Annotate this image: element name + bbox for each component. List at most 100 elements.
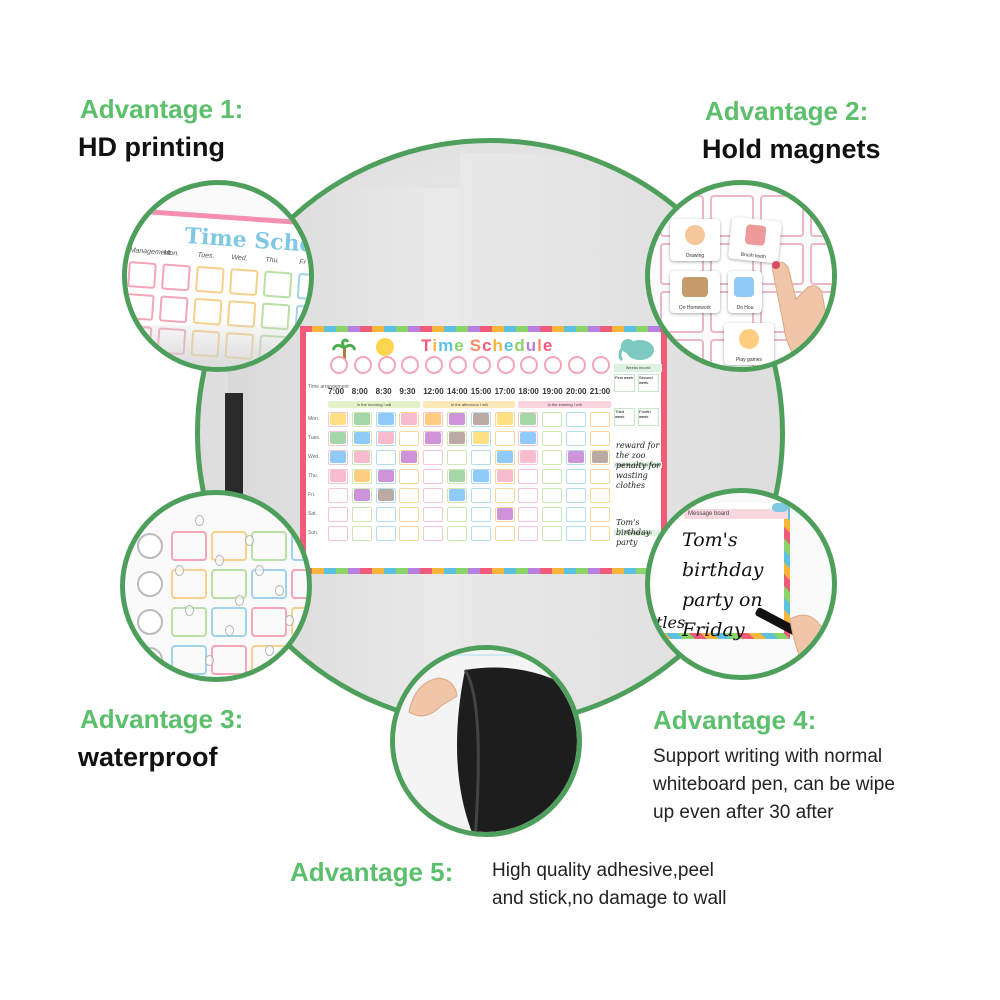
activity-sticker-icon: [520, 413, 537, 425]
water-drop-icon: [225, 625, 234, 636]
grid-cell: [399, 507, 420, 522]
magnet-label: Do Homework: [679, 305, 711, 311]
message-board-line: party on: [682, 589, 763, 611]
advantage-4-line: up even after 30 after: [653, 802, 834, 823]
closeup-grid-cell: [127, 293, 155, 321]
grid-cell: [566, 526, 586, 541]
grid-cell: [447, 469, 467, 484]
grid-cell: [542, 507, 563, 522]
magnets-circle: Drawing Brush teeth Do Homework Do Hou P…: [645, 180, 837, 372]
grid-cell: [423, 488, 444, 503]
time-label: 14:00: [447, 387, 468, 396]
magnet-card: Drawing: [670, 219, 720, 261]
grid-cell: [589, 412, 610, 427]
activity-sticker-icon: [377, 413, 394, 425]
grid-cell: [447, 450, 467, 465]
section-bar: In the evening I will: [518, 401, 611, 408]
time-label: 19:00: [542, 387, 563, 396]
grid-cell: [423, 431, 444, 446]
activity-sticker-icon: [353, 451, 370, 463]
waterproof-circle: [120, 490, 312, 682]
waterproof-grid-cell: [171, 531, 207, 561]
sun-icon: [376, 338, 394, 356]
clock-icon: [137, 609, 163, 635]
section-bar: In the morning I will: [328, 401, 421, 408]
grid-cell: [351, 488, 372, 503]
hand-with-marker-icon: [750, 589, 832, 675]
poster-title-letter: i: [432, 336, 439, 355]
grid-cell: [328, 469, 348, 484]
closeup-grid-cell: [296, 272, 309, 301]
time-label: 8:00: [351, 387, 368, 396]
grid-cell: [589, 450, 610, 465]
weeks-record-panel: Weeks record First week Second week Thir…: [614, 364, 662, 564]
grid-cell: [328, 507, 348, 522]
week-box: Second week: [638, 374, 659, 392]
waterproof-grid-cell: [291, 645, 307, 675]
grid-cell: [470, 488, 491, 503]
magnet-card: Do Hou: [728, 271, 762, 313]
water-drop-icon: [205, 655, 214, 666]
grid-cell: [542, 469, 563, 484]
grid-cell: [328, 431, 348, 446]
grid-cell: [470, 469, 491, 484]
whiteboard-circle: Message board Tom's birthday party on Fr…: [645, 488, 837, 680]
water-drop-icon: [235, 595, 244, 606]
reward-line: wasting: [616, 471, 648, 480]
clock-icon: [544, 356, 563, 374]
time-label: 12:00: [423, 387, 444, 396]
day-label: Thu.: [308, 473, 319, 479]
clock-icon: [496, 356, 515, 374]
grid-cell: [447, 412, 467, 427]
clock-icon: [137, 533, 163, 559]
activity-sticker-icon: [449, 489, 465, 501]
clock-icon: [330, 356, 348, 374]
grid-cell: [351, 507, 372, 522]
grid-cell: [399, 450, 420, 465]
poster-title-letter: e: [454, 336, 465, 355]
grid-cell: [447, 431, 467, 446]
week-box: Fourth week: [638, 408, 659, 426]
magnet-label: Play games: [735, 357, 763, 363]
water-drop-icon: [185, 605, 194, 616]
poster-title: Time Schedule: [421, 336, 553, 356]
grid-cell: [423, 412, 444, 427]
activity-sticker-icon: [353, 470, 370, 482]
poster-title-letter: e: [503, 336, 515, 355]
grid-cell: [447, 526, 467, 541]
grid-cell: [423, 507, 444, 522]
grid-cell: [375, 488, 396, 503]
waterproof-grid-cell: [211, 607, 247, 637]
grid-cell: [351, 450, 372, 465]
grid-cell: [566, 507, 586, 522]
adhesive-circle: [390, 645, 582, 837]
activity-sticker-icon: [520, 432, 537, 444]
grid-cell: [494, 507, 515, 522]
grid-cell: [470, 431, 491, 446]
grid-cell: [399, 469, 420, 484]
advantage-5-line: High quality adhesive,peel: [492, 860, 714, 881]
grid-cell: [494, 526, 515, 541]
grid-cell: [518, 450, 539, 465]
grid-cell: [399, 412, 420, 427]
week-box: First week: [614, 374, 635, 392]
magnet-card: Play games: [724, 323, 774, 365]
activity-sticker-icon: [449, 413, 465, 425]
waterproof-grid-cell: [251, 607, 287, 637]
activity-sticker-icon: [496, 508, 513, 520]
grid-cell: [423, 526, 444, 541]
message-line: birthday: [616, 528, 651, 537]
advantage-5-title: Advantage 5:: [290, 857, 454, 887]
activity-sticker-icon: [472, 432, 489, 444]
poster-title-letter: S: [469, 336, 483, 355]
magnet-background-tile: [660, 339, 704, 367]
activity-sticker-icon: [449, 432, 465, 444]
activity-sticker-icon: [330, 470, 346, 482]
advantage-2-title: Advantage 2:: [705, 96, 869, 126]
homework-icon: [682, 277, 708, 297]
grid-cell: [470, 450, 491, 465]
waterproof-grid-cell: [251, 569, 287, 599]
reward-header: Guide for reward and penalty: [614, 462, 662, 468]
poster-title-letter: T: [421, 336, 433, 355]
